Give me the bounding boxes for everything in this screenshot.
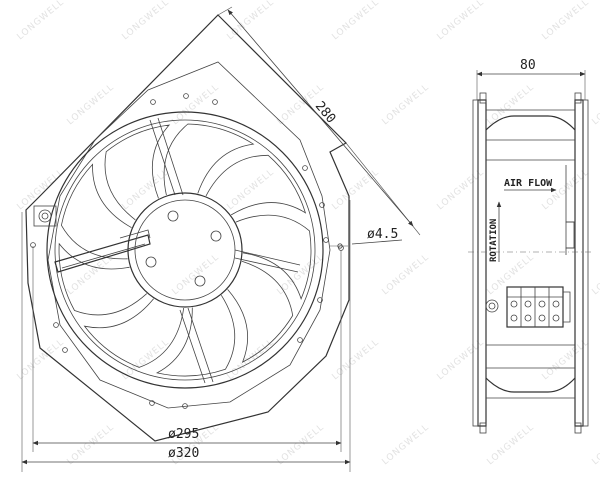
watermark-text: LONGWELL — [381, 82, 432, 127]
impeller-blade — [83, 298, 185, 368]
watermark-text: LONGWELL — [331, 0, 382, 42]
side-view: 80 — [468, 58, 592, 434]
watermark-text: LONGWELL — [591, 422, 600, 467]
dim-hole-label: ø4.5 — [367, 227, 398, 242]
watermark-text: LONGWELL — [436, 337, 487, 382]
watermark-text: LONGWELL — [66, 82, 117, 127]
watermark-text: LONGWELL — [486, 82, 537, 127]
impeller-blade — [163, 123, 255, 196]
dim-295-label: ø295 — [168, 427, 199, 442]
dim-320-label: ø320 — [168, 446, 199, 461]
venturi-outer-ring — [46, 111, 324, 389]
watermark-text: LONGWELL — [16, 167, 67, 212]
dimension-320: ø320 — [21, 200, 351, 472]
watermark-text: LONGWELL — [381, 422, 432, 467]
side-flange-front — [477, 99, 487, 427]
dimension-hole: ø4.5 — [330, 227, 403, 247]
impeller-blade — [235, 214, 312, 300]
dim-280-label: 280 — [312, 99, 339, 127]
watermark-text: LONGWELL — [121, 0, 172, 42]
side-ground-screw — [485, 299, 499, 313]
watermark-text: LONGWELL — [591, 82, 600, 127]
hub-screw-holes — [145, 210, 222, 287]
watermark-text: LONGWELL — [381, 252, 432, 297]
watermark-text: LONGWELL — [436, 0, 487, 42]
motor-hub-inner — [134, 199, 236, 301]
impeller-blades — [58, 123, 312, 377]
impeller-blade — [227, 260, 294, 363]
watermark-text: LONGWELL — [331, 337, 382, 382]
watermark-text: LONGWELL — [541, 0, 592, 42]
impeller-blade — [60, 163, 132, 260]
dimension-295: ø295 — [32, 246, 342, 452]
watermark-text: LONGWELL — [486, 422, 537, 467]
air-flow-label: AIR FLOW — [504, 178, 553, 189]
side-top-venturi — [485, 115, 576, 131]
rotation-label: ROTATION — [489, 219, 499, 262]
ground-screw — [33, 205, 57, 227]
impeller-blade — [104, 124, 171, 221]
dim-80-label: 80 — [520, 58, 536, 73]
venturi-inner-ring — [54, 119, 316, 381]
watermark-text: LONGWELL — [591, 252, 600, 297]
watermark-text: LONGWELL — [276, 422, 327, 467]
watermark-text: LONGWELL — [16, 0, 67, 42]
watermark-text: LONGWELL — [66, 252, 117, 297]
impeller-blade — [155, 294, 236, 377]
motor-hub-outer — [127, 192, 243, 308]
fan-housing-outline — [25, 14, 350, 442]
impeller-blade — [58, 242, 148, 316]
flange-holes — [30, 93, 344, 409]
motor-struts — [149, 117, 301, 384]
watermark-text: LONGWELL — [541, 337, 592, 382]
watermark-text: LONGWELL — [66, 422, 117, 467]
front-view — [25, 14, 350, 442]
watermark-text: LONGWELL — [436, 167, 487, 212]
terminal-block — [506, 286, 571, 328]
side-bottom-venturi — [485, 377, 576, 393]
watermark-text: LONGWELL — [16, 337, 67, 382]
watermark-text: LONGWELL — [226, 0, 277, 42]
watermark-text: LONGWELL — [331, 167, 382, 212]
side-flange-back — [574, 99, 584, 427]
